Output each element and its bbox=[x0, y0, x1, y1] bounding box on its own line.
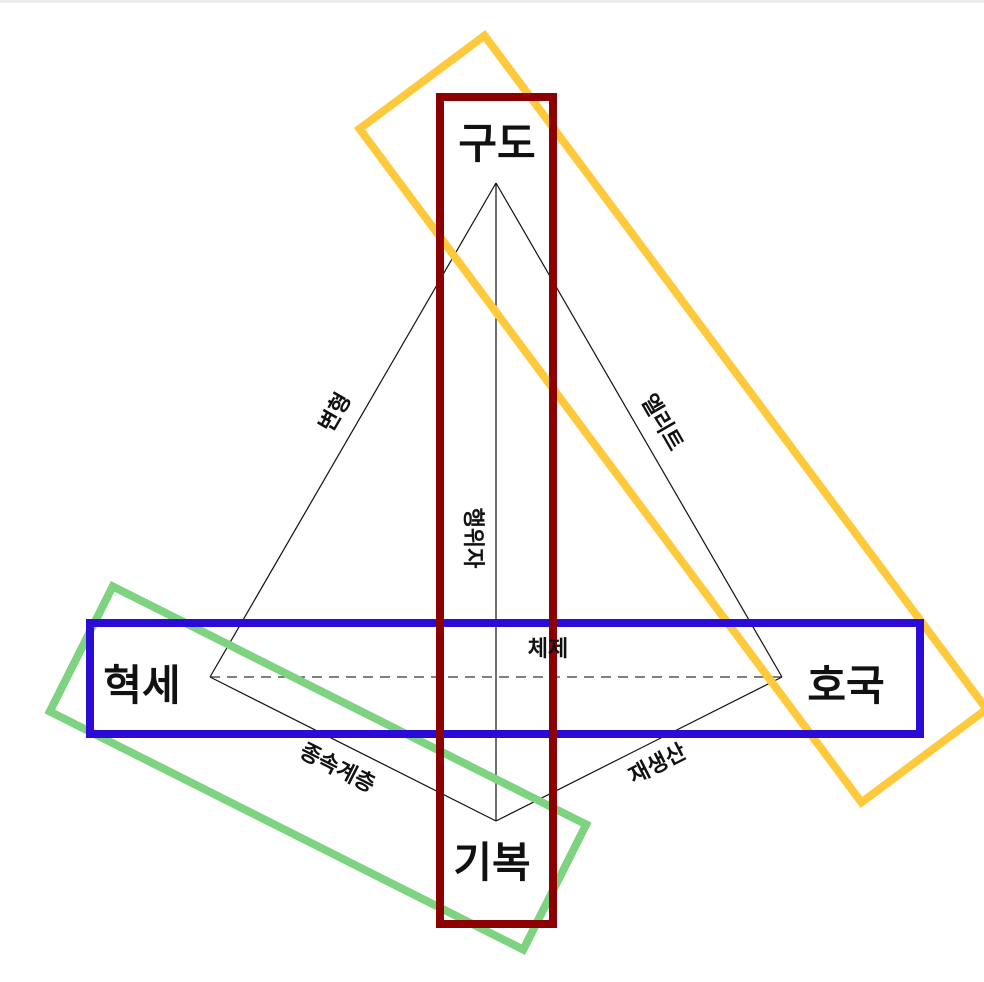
edge-top-right bbox=[495, 182, 783, 678]
edge-label-top-left: 변형 bbox=[315, 389, 357, 437]
vertex-bottom-label: 기복 bbox=[453, 838, 530, 887]
edge-label-center-vertical: 행위자 bbox=[460, 508, 485, 569]
yellow-diagonal-box bbox=[353, 30, 984, 808]
red-vertical-box bbox=[436, 93, 557, 928]
edge-bottom-left bbox=[209, 676, 497, 822]
vertex-left-label: 혁세 bbox=[103, 661, 180, 710]
edge-label-bottom-right: 재생산 bbox=[625, 740, 690, 790]
blue-horizontal-box bbox=[86, 619, 924, 738]
vertex-top-label: 구도 bbox=[458, 119, 535, 168]
edge-label-top-right: 엘리트 bbox=[635, 390, 687, 455]
edge-top-left bbox=[209, 182, 497, 678]
edge-label-bottom-left: 종속계층 bbox=[295, 739, 378, 798]
vertex-right-label: 호국 bbox=[807, 661, 884, 710]
edge-label-horizontal: 체제 bbox=[528, 637, 568, 662]
pyramid-lines bbox=[209, 182, 783, 822]
highlight-boxes bbox=[44, 30, 984, 955]
triangle-diagram: 구도 혁세 호국 기복 변형 엘리트 행위자 체제 종속계층 재생산 bbox=[44, 30, 984, 955]
edge-bottom-right bbox=[495, 676, 783, 822]
